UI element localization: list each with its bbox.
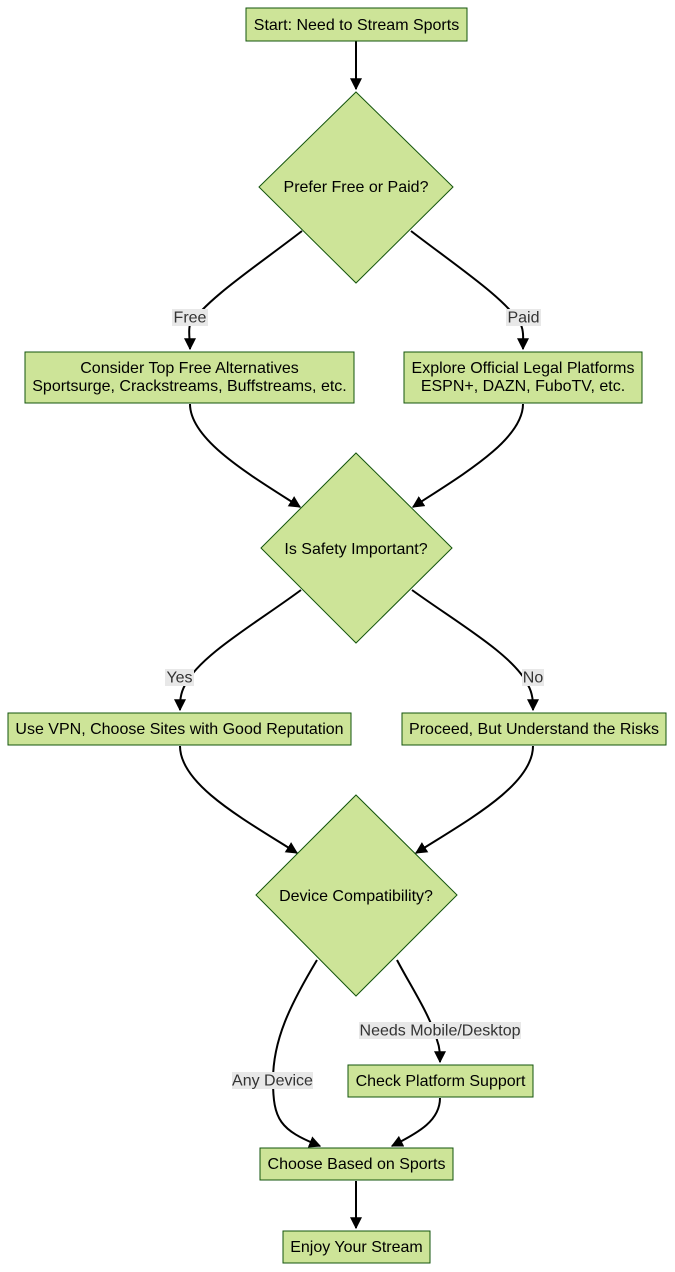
edge-label-free-text: Free — [174, 310, 207, 327]
edge-free-to-safety — [189, 403, 302, 508]
edge-label-any-device: Any Device — [232, 1072, 313, 1090]
node-proceed-risks-label: Proceed, But Understand the Risks — [409, 721, 659, 738]
edge-device-to-check — [396, 959, 446, 1064]
node-enjoy-stream-box — [282, 1230, 431, 1264]
edge-label-no: No — [522, 669, 544, 687]
edge-check-to-choose — [390, 1097, 441, 1147]
node-legal-platforms: Explore Official Legal Platforms ESPN+, … — [403, 351, 643, 404]
edge-paid-to-safety — [411, 403, 524, 508]
node-legal-platforms-box — [403, 351, 643, 404]
edge-label-yes-text: Yes — [166, 670, 192, 687]
node-choose-sports-box — [259, 1147, 454, 1181]
edge-label-paid-text: Paid — [507, 310, 539, 327]
node-free-alternatives-line1: Consider Top Free Alternatives — [80, 360, 298, 377]
node-safety-important-shape — [260, 452, 453, 644]
node-proceed-risks-box — [401, 712, 667, 746]
edge-prefer-to-free — [183, 230, 303, 351]
node-prefer-free-paid-shape — [258, 91, 454, 284]
node-start-label: Start: Need to Stream Sports — [254, 17, 459, 34]
edge-label-paid-bg — [506, 309, 541, 326]
node-use-vpn: Use VPN, Choose Sites with Good Reputati… — [7, 712, 352, 746]
node-check-platform-label: Check Platform Support — [356, 1073, 526, 1090]
edge-label-any-device-text: Any Device — [232, 1073, 313, 1090]
node-proceed-risks: Proceed, But Understand the Risks — [401, 712, 667, 746]
edge-labels: Free Paid Yes No Needs Mobile/Desktop An… — [165, 309, 544, 1090]
node-enjoy-stream: Enjoy Your Stream — [282, 1230, 431, 1264]
node-choose-sports-label: Choose Based on Sports — [268, 1156, 446, 1173]
node-choose-sports: Choose Based on Sports — [259, 1147, 454, 1181]
edge-label-needs-mobile-desktop-bg — [359, 1022, 521, 1039]
edge-label-needs-mobile-desktop: Needs Mobile/Desktop — [359, 1022, 521, 1040]
node-enjoy-stream-label: Enjoy Your Stream — [290, 1239, 423, 1256]
node-free-alternatives: Consider Top Free Alternatives Sportsurg… — [24, 351, 355, 404]
node-free-alternatives-box — [24, 351, 355, 404]
edge-label-free: Free — [172, 309, 208, 327]
edge-prefer-to-paid — [410, 230, 530, 351]
edge-risks-to-device — [414, 745, 534, 854]
node-safety-important: Is Safety Important? — [260, 452, 453, 644]
node-safety-important-label: Is Safety Important? — [284, 541, 427, 558]
edge-safety-to-vpn — [174, 589, 302, 712]
edge-label-paid: Paid — [506, 309, 541, 327]
node-use-vpn-box — [7, 712, 352, 746]
node-check-platform: Check Platform Support — [347, 1064, 534, 1098]
edge-label-needs-mobile-desktop-text: Needs Mobile/Desktop — [360, 1023, 521, 1040]
edge-label-free-bg — [172, 309, 208, 326]
node-legal-platforms-line2: ESPN+, DAZN, FuboTV, etc. — [421, 378, 625, 395]
edge-vpn-to-device — [179, 745, 299, 854]
node-use-vpn-label: Use VPN, Choose Sites with Good Reputati… — [15, 721, 343, 738]
edge-safety-to-risks — [411, 589, 539, 712]
node-device-compat-shape — [255, 794, 458, 997]
nodes: Start: Need to Stream Sports Prefer Free… — [7, 7, 667, 1264]
edge-label-yes: Yes — [165, 669, 194, 687]
node-device-compat: Device Compatibility? — [255, 794, 458, 997]
node-free-alternatives-line2: Sportsurge, Crackstreams, Buffstreams, e… — [32, 378, 346, 395]
node-prefer-free-paid: Prefer Free or Paid? — [258, 91, 454, 284]
node-legal-platforms-line1: Explore Official Legal Platforms — [412, 360, 635, 377]
node-check-platform-box — [347, 1064, 534, 1098]
edge-label-yes-bg — [165, 669, 194, 686]
node-start-box — [245, 7, 468, 42]
node-prefer-free-paid-label: Prefer Free or Paid? — [284, 179, 429, 196]
edge-label-no-bg — [522, 669, 544, 686]
edge-label-any-device-bg — [232, 1072, 313, 1089]
node-device-compat-label: Device Compatibility? — [279, 888, 433, 905]
edge-device-to-choose — [271, 959, 322, 1148]
edge-label-no-text: No — [523, 670, 544, 687]
node-start: Start: Need to Stream Sports — [245, 7, 468, 42]
